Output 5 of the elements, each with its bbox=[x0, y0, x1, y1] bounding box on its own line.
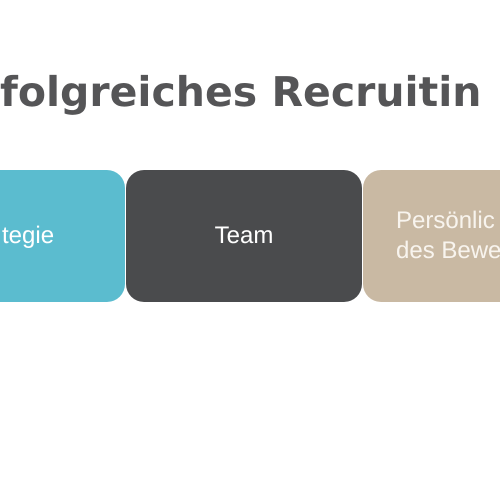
box-label: Team bbox=[214, 221, 274, 251]
rounded-box bbox=[126, 170, 362, 302]
box-label: Persönlic des Bewe bbox=[396, 206, 500, 266]
title: folgreiches Recruitin bbox=[0, 67, 482, 118]
box-label: tegie bbox=[2, 221, 54, 251]
